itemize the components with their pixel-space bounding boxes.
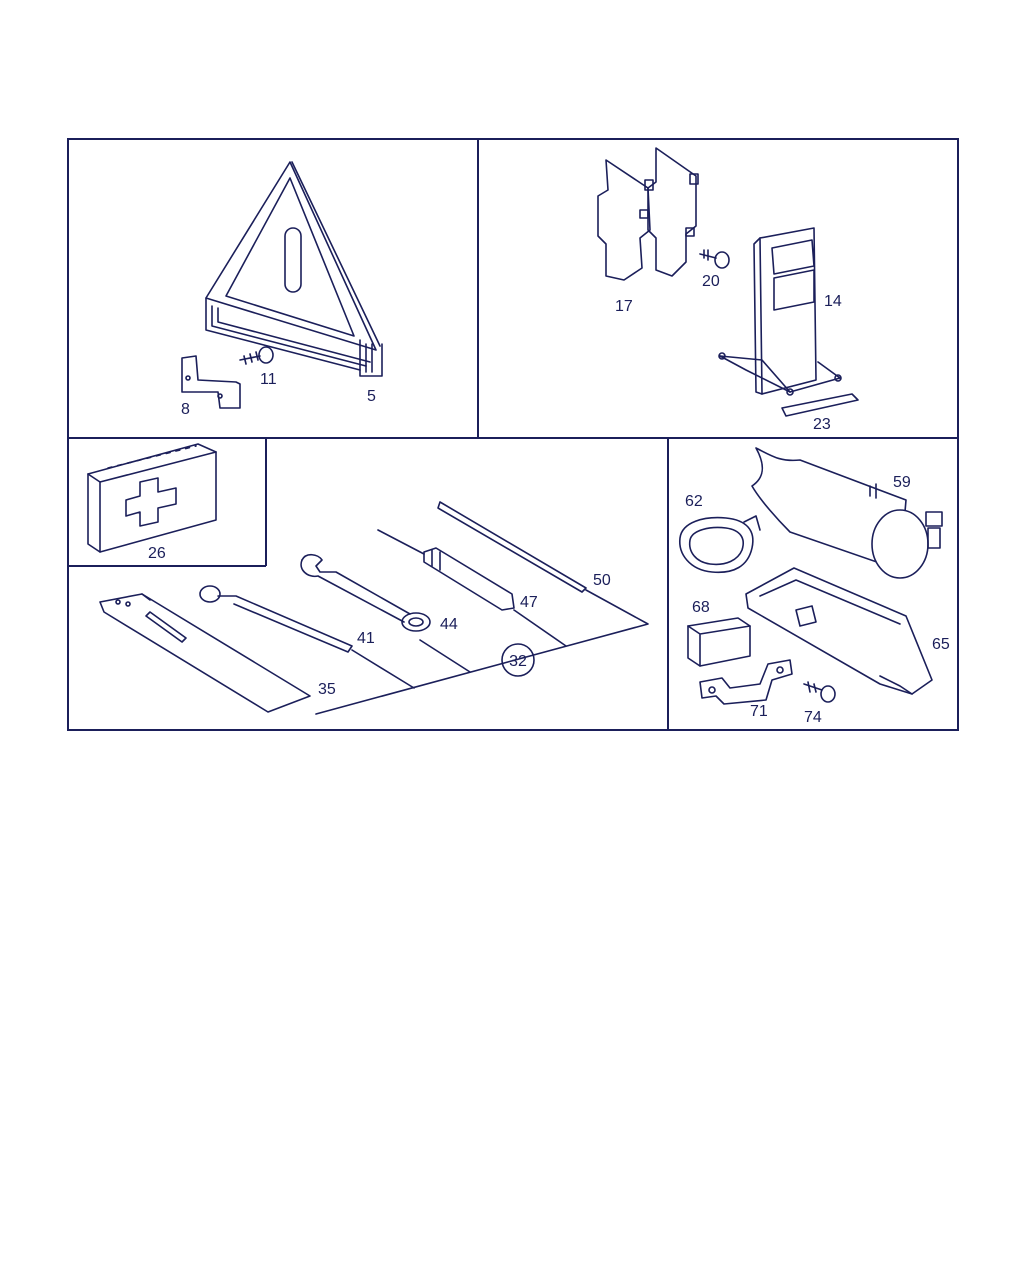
label-part-44: 44 xyxy=(440,616,458,633)
label-part-65: 65 xyxy=(932,636,950,653)
bolt-part-74 xyxy=(803,681,836,703)
label-part-26: 26 xyxy=(148,545,166,562)
label-part-32: 32 xyxy=(509,653,527,670)
bracket-part-8 xyxy=(181,355,241,409)
label-part-74: 74 xyxy=(804,709,822,726)
leader-lines xyxy=(315,589,649,715)
part-labels: 5 8 11 14 17 20 23 26 32 35 41 44 47 50 … xyxy=(148,273,950,726)
label-part-71: 71 xyxy=(750,703,768,720)
tool-bag-part-35 xyxy=(99,593,311,713)
callout-circle-32 xyxy=(501,643,535,677)
label-part-47: 47 xyxy=(520,594,538,611)
wheel-wrench-part-41 xyxy=(199,585,353,653)
screw-part-11 xyxy=(239,346,274,365)
open-end-wrench-part-44 xyxy=(300,553,431,632)
rod-part-50 xyxy=(437,501,587,593)
label-part-59: 59 xyxy=(893,474,911,491)
reflective-plates-part-17 xyxy=(597,147,699,281)
label-part-23: 23 xyxy=(813,416,831,433)
label-part-62: 62 xyxy=(685,493,703,510)
label-part-14: 14 xyxy=(824,293,842,310)
label-part-8: 8 xyxy=(181,401,190,418)
warning-triangle-part-5 xyxy=(205,161,383,377)
screw-part-20 xyxy=(699,249,730,269)
label-part-50: 50 xyxy=(593,572,611,589)
label-part-5: 5 xyxy=(367,388,376,405)
screwdriver-part-47 xyxy=(377,529,515,611)
tank-mount-part-65 xyxy=(745,567,933,695)
label-part-35: 35 xyxy=(318,681,336,698)
panel-frames xyxy=(67,138,959,731)
rubber-strip-part-23 xyxy=(781,393,859,417)
rubber-block-part-68 xyxy=(687,617,751,667)
strap-part-71 xyxy=(699,659,793,705)
air-tank-part-59 xyxy=(751,447,943,579)
label-part-20: 20 xyxy=(702,273,720,290)
label-part-11: 11 xyxy=(260,371,277,388)
first-aid-kit-part-26 xyxy=(87,443,217,553)
warning-lamp-part-14 xyxy=(718,227,842,396)
label-part-17: 17 xyxy=(615,298,633,315)
label-part-41: 41 xyxy=(357,630,375,647)
label-part-68: 68 xyxy=(692,599,710,616)
clamp-part-62 xyxy=(679,515,761,574)
